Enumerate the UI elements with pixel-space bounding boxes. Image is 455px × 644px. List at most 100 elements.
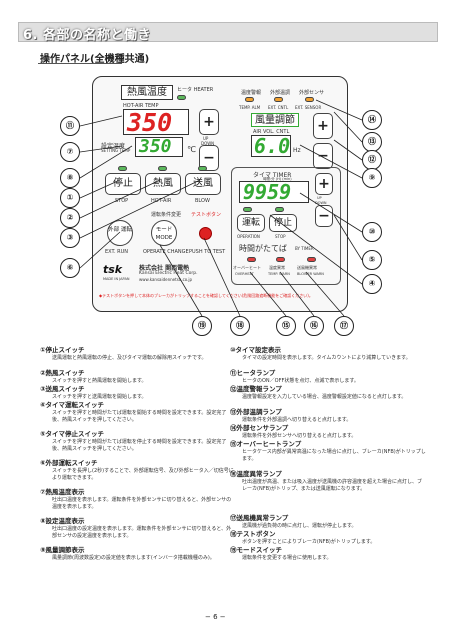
desc-7-title: ⑦熱風温度表示 [40,488,85,496]
section-title: 6. 各部の名称と働き [23,28,152,43]
desc-5: ⑤タイマ停止スイッチスイッチを押すと時間がたてば運転を停止する時間を設定できます… [40,430,236,452]
test-button[interactable] [199,227,212,240]
callout-1: ① [60,188,80,208]
desc-2: ②熱風スイッチスイッチを押すと熱風運転を開始します。 [40,369,236,385]
mode-button[interactable]: モード MODE [151,220,177,246]
callout-10: ⑩ [362,222,382,242]
desc-19-title: ⑲モードスイッチ [230,546,282,554]
subsection-underline [38,63,122,64]
callout-17: ⑰ [334,316,354,336]
timer-stop-button[interactable]: 停止 [269,214,297,232]
desc-11: ⑪ヒータランプヒータのON／OFF状態を点灯、点滅で表示します。 [230,369,426,385]
overheat-en: OVERHEAT [235,272,254,276]
temp-down-button[interactable]: − [199,145,219,171]
desc-9: ⑨風量調節表示風量調節(周波数設定)の設定値を表示します(インバータ搭載機種のみ… [40,546,236,562]
ext-run-en: EXT. RUN [105,249,129,255]
desc-11-title: ⑪ヒータランプ [230,369,276,377]
callout-13: ⑬ [362,132,382,152]
blower-warn-lamp [307,257,316,262]
desc-19-body: 運転条件を変更する場合に使用します。 [242,555,332,561]
callout-2: ② [60,208,80,228]
air-up-button[interactable]: + [313,113,333,139]
stop-button[interactable]: 停止 [105,173,141,195]
hot-air-button[interactable]: 熱風 [145,173,181,195]
temp-up-button[interactable]: + [199,109,219,135]
ext-sensor-en: EXT. SENSOR [295,105,322,110]
desc-3-title: ③送風スイッチ [40,385,85,393]
stop-lamp [118,166,127,171]
ext-sensor-jp: 外部センサ [299,90,325,96]
op-change-label: 運転条件変更 [151,212,182,218]
desc-17-title: ⑰送風機異常ランプ [230,514,289,522]
page-number: − 6 − [205,613,226,621]
op-change-en: OPERATE CHANGE [143,249,189,255]
temp-alarm-lamp [245,97,254,102]
temp-warn-lamp [276,257,285,262]
desc-17: ⑰送風機異常ランプ送風機が過負荷の時に点灯し、運転が停止します。 [230,514,426,530]
desc-1-title: ①停止スイッチ [40,346,85,354]
desc-9-body: 風量調節(周波数設定)の設定値を表示します(インバータ搭載機種のみ)。 [52,555,215,561]
desc-18: ⑱テストボタンボタンを押すことによりブレーカ(NFB)がトリップします。 [230,530,426,546]
desc-1: ①停止スイッチ送風運転と熱風運転の停止、及びタイマ運転の解除用スイッチです。 [40,346,236,362]
desc-6: ⑥外部運転スイッチスイッチを長押し(2秒)することで、外部運転信号、及び外部ヒー… [40,459,236,481]
control-panel: 熱風温度 ヒータ HEATER HOT-AIR TEMP 350 設定温度 SE… [92,76,348,312]
desc-13-title: ⑬外部温調ランプ [230,408,282,416]
desc-4-body: スイッチを押すと時間がたてば運転を開始する時間を設定できます。設定完了後、熱風ス… [52,410,227,423]
test-button-label: テストボタン [191,212,222,218]
section-header: 6. 各部の名称と働き [18,22,438,43]
desc-10-title: ⑩タイマ設定表示 [230,346,282,354]
air-vol-title: 風量調節 [251,113,299,127]
heater-label: ヒータ HEATER [177,87,214,93]
desc-3-body: スイッチを押すと送風運転を開始します。 [52,394,147,400]
desc-2-body: スイッチを押すと熱風運転を開始します。 [52,378,147,384]
hot-air-lamp [158,166,167,171]
callout-16: ⑯ [304,316,324,336]
desc-2-title: ②熱風スイッチ [40,369,85,377]
ext-temp-lamp [274,97,283,102]
brand-logo: tsk [103,263,123,276]
overheat-jp: オーバーヒート [233,265,261,270]
timer-operation-button[interactable]: 運転 [237,214,265,232]
operation-lamp [243,207,252,212]
timer-up-button[interactable]: + [315,173,333,195]
ext-run-button[interactable]: 外部 運転 [107,220,133,246]
desc-14: ⑭外部センサランプ運転条件を外部センサへ切り替えると点灯します。 [230,424,426,440]
desc-13-body: 運転条件を外部温調へ切り替えると点灯します。 [242,417,352,423]
desc-1-body: 送風運転と熱風運転の停止、及びタイマ運転の解除用スイッチです。 [52,355,207,361]
celsius-unit: ℃ [187,145,196,154]
desc-11-body: ヒータのON／OFF状態を点灯、点滅で表示します。 [242,378,359,384]
by-timer-en: BY TIMER [295,246,314,251]
temp-down-label: DOWN [201,141,215,146]
made-in-label: MADE IN JAPAN [103,277,130,281]
callout-7: ⑦ [60,142,80,162]
callout-3: ③ [60,228,80,248]
desc-18-title: ⑱テストボタン [230,530,276,538]
callout-15: ⑮ [276,316,296,336]
company-url: www.kansaidennetsu.co.jp [139,277,193,282]
callout-6: ⑥ [60,258,80,278]
desc-4: ④タイマ運転スイッチスイッチを押すと時間がたてば運転を開始する時間を設定できます… [40,401,236,423]
desc-7-body: 吐出口温度を表示します。運転条件を外部センサに切り替えると、外部センサの温度を表… [52,497,232,510]
blow-button[interactable]: 送風 [185,173,221,195]
temp-warn-en: TEMP. WARN [268,272,290,276]
ext-temp-en: EXT. CNTL [268,105,289,110]
callout-8: ⑧ [60,168,80,188]
blower-warn-jp: 送風機異常 [297,265,317,270]
overheat-lamp [247,257,256,262]
desc-13: ⑬外部温調ランプ運転条件を外部温調へ切り替えると点灯します。 [230,408,426,424]
desc-3: ③送風スイッチスイッチを押すと送風運転を開始します。 [40,385,236,401]
timer-stop-en: STOP [275,234,286,239]
desc-12-body: 温度警報設定を入力している場合、温度警報設定値になると点灯します。 [242,394,407,400]
footer-note: ◆テストボタンを押して本体のブレーカがトリップすることを確認してください(危険回… [99,293,313,298]
hot-air-temp-en: HOT-AIR TEMP [123,103,159,109]
air-down-button[interactable]: − [313,143,333,169]
desc-7: ⑦熱風温度表示吐出口温度を表示します。運転条件を外部センサに切り替えると、外部セ… [40,488,236,510]
callout-5: ⑤ [362,250,382,270]
timer-display: 9959 [239,181,309,203]
desc-5-body: スイッチを押すと時間がたてば運転を停止する時間を設定できます。設定完了後、熱風ス… [52,439,227,452]
desc-8-title: ⑧設定温度表示 [40,517,85,525]
desc-12: ⑫温度警報ランプ温度警報設定を入力している場合、温度警報設定値になると点灯します… [230,385,426,401]
callout-9: ⑨ [362,168,382,188]
callout-14: ⑭ [362,110,382,130]
